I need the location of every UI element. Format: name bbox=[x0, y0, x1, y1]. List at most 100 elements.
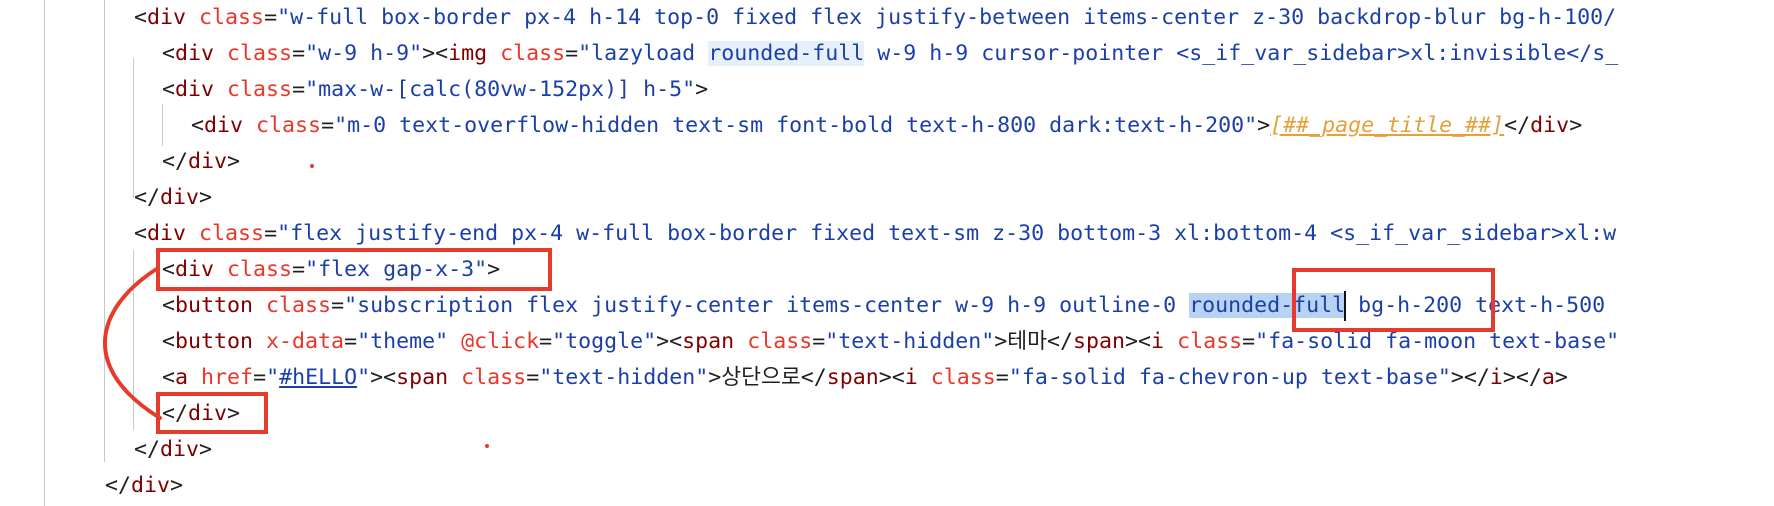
code-line[interactable]: <div class="flex gap-x-3"> bbox=[162, 252, 500, 288]
code-token-attr: class bbox=[199, 221, 265, 246]
code-token-punc: = bbox=[812, 329, 826, 354]
code-token-text bbox=[243, 113, 256, 138]
indent-guide bbox=[104, 0, 105, 462]
code-line[interactable]: <div class="w-9 h-9"><img class="lazyloa… bbox=[162, 36, 1618, 72]
code-token-text bbox=[448, 365, 461, 390]
code-token-text bbox=[734, 329, 747, 354]
indent-guide bbox=[133, 250, 134, 430]
code-token-tag: div bbox=[147, 5, 187, 30]
code-token-str: "flex gap-x-3" bbox=[305, 257, 488, 282]
code-token-punc: < bbox=[162, 41, 176, 66]
code-token-attr: href bbox=[201, 365, 254, 390]
code-token-str: " bbox=[357, 365, 371, 390]
code-token-text bbox=[214, 77, 227, 102]
code-token-str: rounded-full bbox=[1189, 293, 1346, 318]
code-token-str: "fa-solid fa-chevron-up text-base" bbox=[1008, 365, 1451, 390]
code-token-punc: = bbox=[264, 221, 278, 246]
code-token-str: "theme" bbox=[357, 329, 449, 354]
code-token-punc: < bbox=[134, 5, 148, 30]
code-token-str: "flex justify-end px-4 w-full box-border… bbox=[277, 221, 1617, 246]
code-token-punc: </ bbox=[134, 185, 161, 210]
code-token-str: rounded-full bbox=[708, 41, 865, 66]
code-token-attr: class bbox=[747, 329, 813, 354]
code-token-tpl: [##_page_title_##] bbox=[1270, 113, 1505, 138]
code-token-punc: = bbox=[321, 113, 335, 138]
code-token-tag: span bbox=[396, 365, 449, 390]
code-token-text bbox=[253, 329, 266, 354]
code-token-punc: > bbox=[994, 329, 1008, 354]
code-token-str: bg-h-200 text-h-500 bbox=[1345, 293, 1606, 318]
code-token-tag: div bbox=[1530, 113, 1570, 138]
code-line[interactable]: </div> bbox=[134, 432, 212, 468]
code-token-str: "text-hidden" bbox=[825, 329, 995, 354]
code-token-punc: </ bbox=[134, 437, 161, 462]
code-line[interactable]: <button x-data="theme" @click="toggle"><… bbox=[162, 324, 1619, 360]
code-token-tag: div bbox=[160, 185, 200, 210]
code-token-text: 상단으로 bbox=[721, 365, 801, 390]
annotation-box-close-div bbox=[156, 392, 268, 434]
code-token-punc: = bbox=[292, 41, 306, 66]
code-line[interactable]: <div class="max-w-[calc(80vw-152px)] h-5… bbox=[162, 72, 708, 108]
code-token-punc: </ bbox=[162, 149, 189, 174]
code-token-punc: < bbox=[162, 77, 176, 102]
code-token-punc: < bbox=[162, 329, 176, 354]
code-token-punc: >< bbox=[422, 41, 449, 66]
code-token-punc: = bbox=[292, 257, 306, 282]
code-line[interactable]: </div> bbox=[105, 468, 183, 504]
annotation-dot bbox=[485, 444, 489, 448]
code-line[interactable]: <a href="#hELLO"><span class="text-hidde… bbox=[162, 360, 1568, 396]
code-token-tag: div bbox=[175, 41, 215, 66]
code-token-punc: > bbox=[199, 437, 213, 462]
code-token-punc: < bbox=[162, 365, 176, 390]
code-token-tag: div bbox=[147, 221, 187, 246]
code-token-text bbox=[186, 221, 199, 246]
code-token-punc: </ bbox=[1504, 113, 1531, 138]
code-token-punc: </ bbox=[800, 365, 827, 390]
code-token-tag: div bbox=[204, 113, 244, 138]
code-token-punc: > bbox=[227, 401, 241, 426]
code-token-punc: = bbox=[292, 77, 306, 102]
code-token-tag: span bbox=[682, 329, 735, 354]
code-token-punc: > bbox=[1554, 365, 1568, 390]
code-token-tag: div bbox=[175, 77, 215, 102]
code-token-str: #hELLO bbox=[279, 365, 358, 390]
code-token-str: "toggle" bbox=[552, 329, 657, 354]
code-token-attr: class bbox=[256, 113, 322, 138]
code-token-text bbox=[253, 293, 266, 318]
code-token-punc: < bbox=[162, 257, 176, 282]
code-token-punc: > bbox=[199, 185, 213, 210]
code-line[interactable]: <button class="subscription flex justify… bbox=[162, 288, 1605, 324]
code-token-punc: < bbox=[134, 221, 148, 246]
code-token-str: "text-hidden" bbox=[539, 365, 709, 390]
code-line[interactable]: <div class="flex justify-end px-4 w-full… bbox=[134, 216, 1616, 252]
code-token-tag: div bbox=[160, 437, 200, 462]
code-token-tag: a bbox=[1541, 365, 1555, 390]
code-line[interactable]: </div> bbox=[162, 396, 240, 432]
code-token-punc: = bbox=[1242, 329, 1256, 354]
code-token-punc: ></ bbox=[1450, 365, 1490, 390]
code-token-tag: div bbox=[175, 257, 215, 282]
code-token-attr: @click bbox=[461, 329, 540, 354]
code-line[interactable]: <div class="m-0 text-overflow-hidden tex… bbox=[191, 108, 1582, 144]
code-token-tag: button bbox=[175, 329, 254, 354]
code-token-attr: class bbox=[500, 41, 566, 66]
code-token-text bbox=[487, 41, 500, 66]
code-token-attr: class bbox=[1177, 329, 1243, 354]
code-token-tag: i bbox=[1489, 365, 1503, 390]
indent-guide bbox=[162, 104, 163, 146]
code-line[interactable]: </div> bbox=[162, 144, 240, 180]
code-token-tag: i bbox=[1151, 329, 1165, 354]
code-token-punc: = bbox=[253, 365, 267, 390]
code-token-punc: >< bbox=[656, 329, 683, 354]
code-line[interactable]: <div class="w-full box-border px-4 h-14 … bbox=[134, 0, 1616, 36]
code-token-attr: class bbox=[199, 5, 265, 30]
code-token-punc: </ bbox=[162, 401, 189, 426]
code-token-str: "lazyload bbox=[578, 41, 709, 66]
code-token-str: "w-9 h-9" bbox=[305, 41, 423, 66]
code-token-text bbox=[214, 41, 227, 66]
code-token-tag: span bbox=[826, 365, 879, 390]
code-token-attr: class bbox=[227, 257, 293, 282]
code-token-str: "fa-solid fa-moon text-base" bbox=[1255, 329, 1620, 354]
code-line[interactable]: </div> bbox=[134, 180, 212, 216]
